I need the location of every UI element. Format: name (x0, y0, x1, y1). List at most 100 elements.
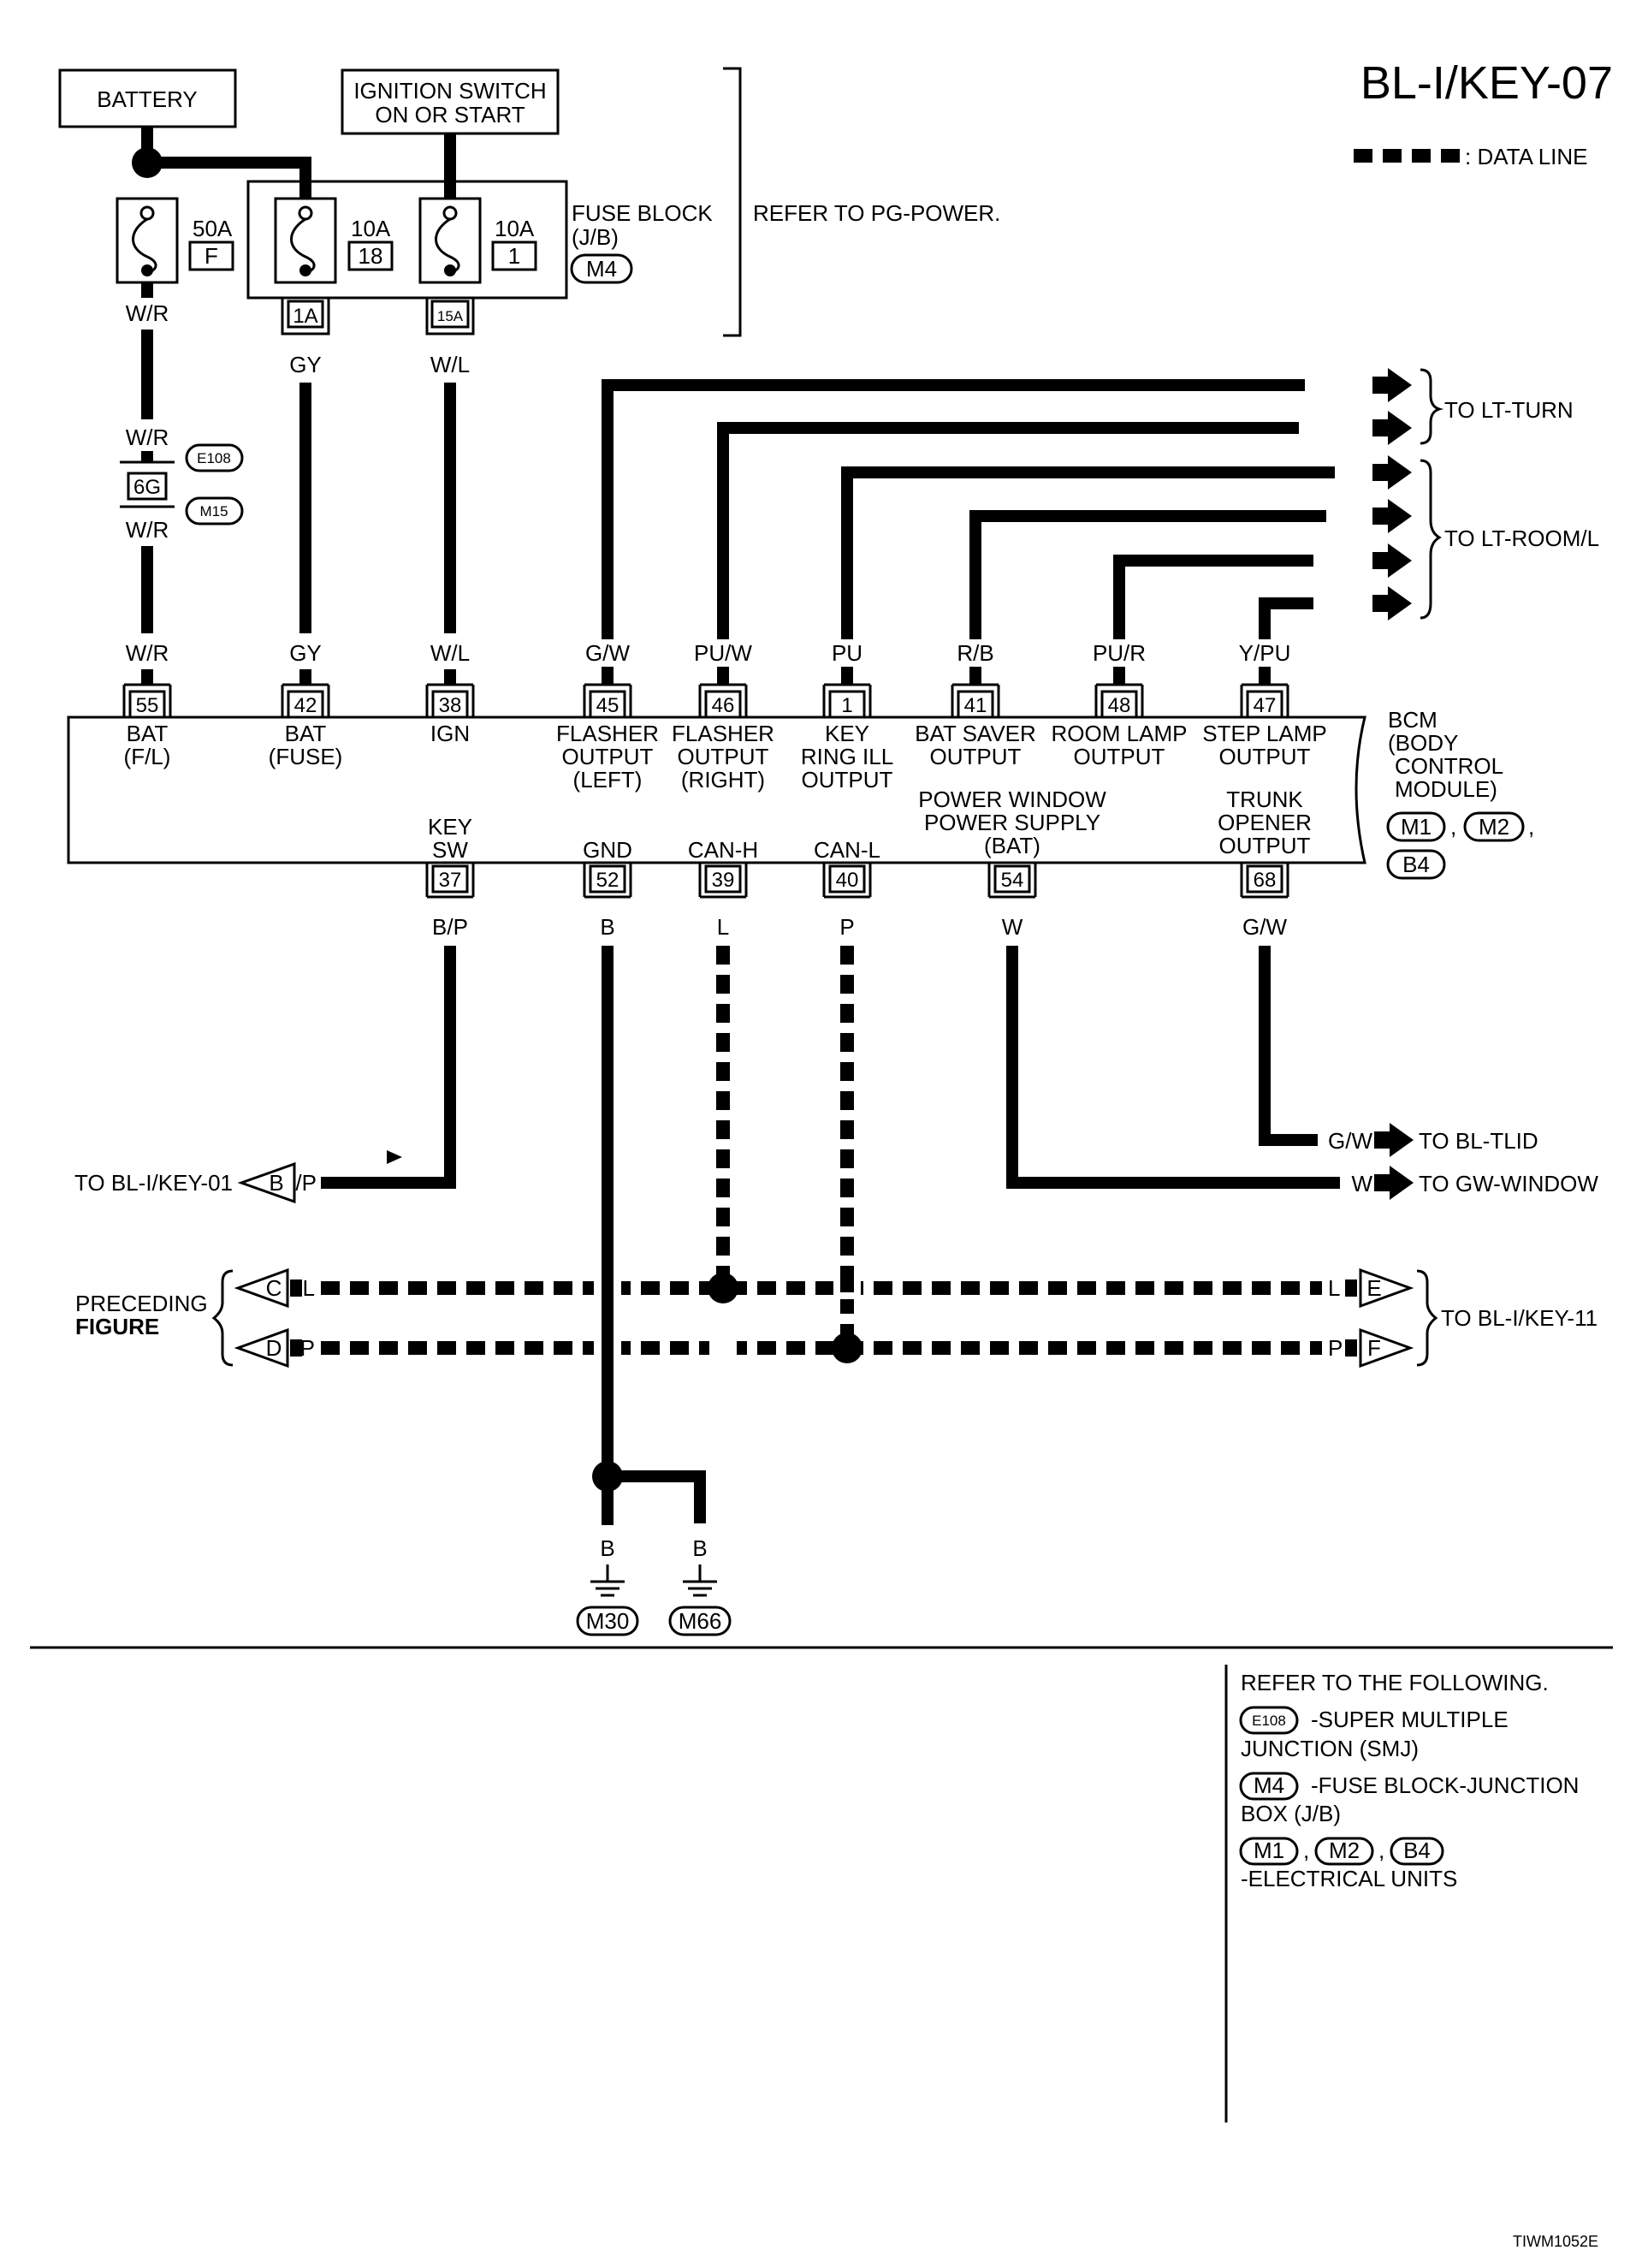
to-bl-tlid: TO BL-TLID (1419, 1128, 1538, 1154)
preceding-1: PRECEDING (75, 1291, 208, 1316)
bcm-bottom-pins: 37 52 39 40 54 68 (425, 863, 1289, 899)
svg-text:(RIGHT): (RIGHT) (681, 767, 765, 793)
wire-pu-room (841, 466, 1356, 685)
code-e108: E108 (197, 450, 231, 466)
svg-text:STEP LAMP: STEP LAMP (1202, 721, 1326, 746)
fuse-10a-1-id: 1 (508, 243, 520, 269)
svg-text:OUTPUT: OUTPUT (930, 744, 1022, 769)
svg-text:OUTPUT: OUTPUT (562, 744, 654, 769)
svg-text:(LEFT): (LEFT) (573, 767, 643, 793)
wire-label-wr-4: W/R (126, 640, 169, 666)
to-gw-window: TO GW-WINDOW (1419, 1171, 1598, 1196)
svg-text:1A: 1A (293, 305, 317, 328)
bcm-code-m1: M1 (1401, 814, 1432, 840)
svg-text:TRUNK: TRUNK (1226, 787, 1303, 812)
wire-w-window (1006, 946, 1352, 1189)
svg-text:-SUPER MULTIPLE: -SUPER MULTIPLE (1311, 1707, 1509, 1732)
wire-bp (321, 946, 456, 1189)
fuse-10a-1-rating: 10A (495, 216, 535, 241)
pin-40: 40 (822, 863, 872, 899)
pin-38: 38 (425, 683, 475, 719)
svg-text:PU/W: PU/W (694, 640, 752, 666)
battery: BATTERY (58, 68, 237, 128)
data-line-legend-label: : DATA LINE (1465, 144, 1588, 169)
bcm-name-2: (BODY (1388, 730, 1458, 756)
bracket-bl-key11 (1416, 1269, 1438, 1367)
pin-47: 47 (1240, 683, 1289, 719)
svg-text:SW: SW (432, 837, 468, 863)
wire-label-wr-1: W/R (126, 300, 169, 326)
svg-text:M1: M1 (1254, 1838, 1284, 1863)
svg-text:15A: 15A (437, 308, 464, 324)
svg-text:IGN: IGN (430, 721, 470, 746)
connector-f (1359, 1327, 1414, 1369)
svg-text:40: 40 (836, 869, 859, 892)
svg-text:PU: PU (832, 640, 862, 666)
pin-48: 48 (1094, 683, 1144, 719)
fuse-block-label-1: FUSE BLOCK (572, 200, 713, 226)
svg-text:C: C (266, 1275, 282, 1301)
svg-text:REFER TO THE FOLLOWING.: REFER TO THE FOLLOWING. (1241, 1670, 1549, 1695)
pin-68: 68 (1240, 863, 1289, 899)
wire-label-b-gnd: B (600, 914, 614, 940)
svg-text:37: 37 (439, 869, 462, 892)
wire-label-wl-2: W/L (430, 640, 470, 666)
svg-text:M66: M66 (679, 1608, 722, 1634)
svg-text:,: , (1450, 814, 1456, 840)
connector-15a: 15A (425, 298, 475, 335)
bcm-name-1: BCM (1388, 707, 1437, 733)
svg-text:RING ILL: RING ILL (801, 744, 893, 769)
output-arrows (1372, 368, 1412, 620)
pin-54: 54 (987, 863, 1037, 899)
connector-1a: 1A (281, 298, 330, 335)
svg-text:,: , (1378, 1838, 1384, 1863)
wire-label-b-m30: B (600, 1535, 614, 1561)
svg-text:45: 45 (596, 694, 619, 717)
pin-46: 46 (698, 683, 748, 719)
bracket-preceding (211, 1269, 234, 1367)
code-m15: M15 (199, 503, 228, 520)
svg-text:(F/L): (F/L) (124, 744, 171, 769)
svg-text:,: , (1303, 1838, 1309, 1863)
svg-text:42: 42 (294, 694, 317, 717)
refer-pg-power: REFER TO PG-POWER. (753, 200, 1000, 226)
svg-text:BAT: BAT (127, 721, 169, 746)
svg-text:M2: M2 (1329, 1838, 1360, 1863)
to-lt-room: TO LT-ROOM/L (1444, 525, 1599, 551)
connector-6g: 6G E108 M15 (120, 443, 244, 525)
svg-text:(FUSE): (FUSE) (269, 744, 343, 769)
svg-text:M30: M30 (586, 1608, 630, 1634)
svg-text:JUNCTION (SMJ): JUNCTION (SMJ) (1241, 1736, 1419, 1761)
to-bl-key11: TO BL-I/KEY-11 (1441, 1305, 1598, 1331)
svg-text:46: 46 (712, 694, 735, 717)
wire-label-gw-tlid: G/W (1328, 1128, 1372, 1154)
svg-text:-ELECTRICAL UNITS: -ELECTRICAL UNITS (1241, 1866, 1457, 1891)
connector-b (237, 1161, 296, 1204)
svg-text:52: 52 (596, 869, 619, 892)
wire-puw-turn (717, 422, 1356, 685)
diagram-title: BL-I/KEY-07 (1360, 57, 1613, 109)
ignition-switch-label-1: IGNITION SWITCH (353, 78, 546, 104)
wire-label-wr-3: W/R (126, 517, 169, 543)
bcm-body (67, 715, 1366, 864)
svg-text:Y/PU: Y/PU (1239, 640, 1291, 666)
svg-text:55: 55 (136, 694, 159, 717)
wire-label-l: L (717, 914, 729, 940)
svg-text:PU/R: PU/R (1093, 640, 1146, 666)
pin-42: 42 (281, 683, 330, 719)
svg-text:CAN-H: CAN-H (688, 837, 758, 863)
bcm-bottom-pin-labels: KEY SW GND CAN-H CAN-L POWER WINDOW POWE… (428, 787, 1312, 863)
bracket-lt-turn (1420, 368, 1444, 445)
svg-text:OUTPUT: OUTPUT (678, 744, 769, 769)
wire-label-gy-2: GY (289, 640, 322, 666)
svg-text:BAT: BAT (285, 721, 327, 746)
wire-label-wl-1: W/L (430, 352, 470, 377)
battery-label: BATTERY (97, 86, 198, 112)
svg-text:6G: 6G (133, 476, 161, 499)
pin-52: 52 (583, 863, 632, 899)
svg-text:M4: M4 (1254, 1772, 1284, 1798)
pin-37: 37 (425, 863, 475, 899)
fuse-block (246, 180, 568, 300)
svg-text:OUTPUT: OUTPUT (1219, 833, 1311, 858)
